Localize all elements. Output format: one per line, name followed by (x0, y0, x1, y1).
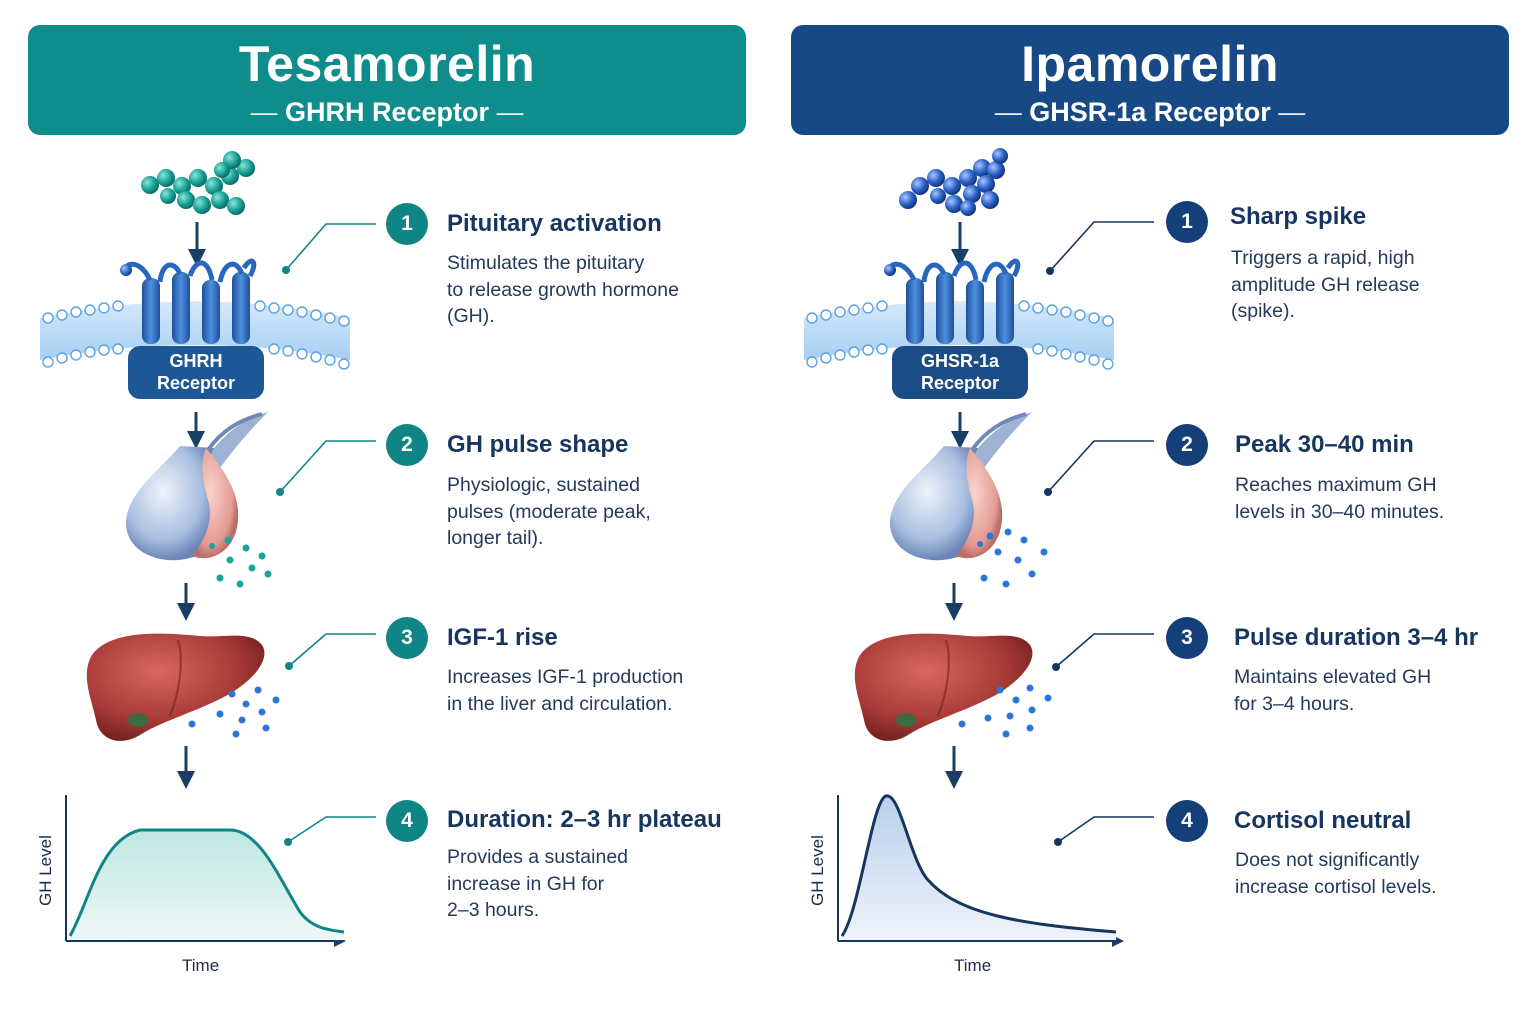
step-title: Duration: 2–3 hr plateau (447, 806, 722, 833)
desc-line: pulses (moderate peak, (447, 500, 651, 523)
step-number: 4 (386, 800, 428, 842)
peptide-molecule-icon (141, 151, 255, 215)
panel-title: Ipamorelin (1021, 36, 1279, 92)
panel-subtitle: — GHRH Receptor — (28, 95, 746, 129)
step-number: 1 (1166, 201, 1208, 243)
step-description: Reaches maximum GH levels in 30–40 minut… (1235, 472, 1535, 525)
connector-dots (1044, 267, 1062, 846)
dash-decoration: — (994, 97, 1030, 127)
cell-membrane-icon (804, 300, 1114, 370)
ipamorelin-illustration (768, 0, 1536, 1024)
step-number: 1 (386, 203, 428, 245)
step-title: Cortisol neutral (1234, 807, 1412, 834)
chart-y-label: GH Level (36, 835, 55, 906)
chart-x-label: Time (182, 956, 220, 975)
ipamorelin-header: Ipamorelin — GHSR-1a Receptor — (791, 25, 1509, 135)
step-title: IGF-1 rise (447, 624, 558, 651)
step-number: 2 (386, 424, 428, 466)
connector-dots (276, 266, 293, 846)
gh-level-chart (837, 794, 1124, 947)
ghrh-receptor-label: GHRH Receptor (128, 346, 264, 399)
step-title: Sharp spike (1230, 203, 1367, 230)
pituitary-gland-icon (889, 412, 1032, 561)
step-description: Does not significantly increase cortisol… (1235, 847, 1535, 900)
desc-line: Maintains elevated GH (1234, 666, 1432, 688)
step-number: 2 (1166, 424, 1208, 466)
connector-lines (1047, 221, 1154, 843)
desc-line: Increases IGF-1 production (447, 666, 684, 688)
receptor-subtitle: GHRH Receptor (284, 97, 490, 127)
receptor-protein-icon (120, 258, 257, 344)
hormone-particles-icon (209, 536, 272, 588)
desc-line: for 3–4 hours. (1234, 692, 1355, 715)
desc-line: increase in GH for (447, 872, 605, 895)
step-title: Peak 30–40 min (1235, 431, 1414, 458)
tesamorelin-header: Tesamorelin — GHRH Receptor — (28, 25, 746, 135)
chart-x-label: Time (954, 956, 992, 975)
igf1-particles-icon (958, 684, 1052, 738)
desc-line: Reaches maximum GH (1235, 474, 1437, 496)
step-number: 3 (1166, 617, 1208, 659)
step-title: Pituitary activation (447, 210, 662, 237)
desc-line: amplitude GH release (1231, 273, 1420, 296)
dash-decoration: — (1270, 97, 1306, 127)
desc-line: Triggers a rapid, high (1231, 247, 1415, 269)
step-description: Triggers a rapid, high amplitude GH rele… (1231, 245, 1531, 325)
plateau-area (70, 830, 344, 940)
panel-title: Tesamorelin (238, 36, 536, 92)
step-description: Increases IGF-1 production in the liver … (447, 664, 747, 717)
step-number: 3 (386, 617, 428, 659)
receptor-label-line1: GHRH (169, 351, 223, 371)
desc-line: (spike). (1231, 300, 1295, 322)
step-title: Pulse duration 3–4 hr (1234, 624, 1479, 651)
step-description: Maintains elevated GH for 3–4 hours. (1234, 664, 1534, 717)
receptor-label-line1: GHSR-1a (920, 351, 1000, 371)
chart-y-label: GH Level (808, 835, 827, 906)
desc-line: Does not significantly (1235, 849, 1420, 871)
hormone-particles-icon (977, 528, 1048, 588)
spike-area (842, 795, 1116, 940)
step-number: 4 (1166, 800, 1208, 842)
cell-membrane-icon (40, 300, 350, 370)
panel-subtitle: — GHSR-1a Receptor — (791, 95, 1509, 129)
desc-line: Provides a sustained (447, 846, 629, 868)
liver-icon (854, 633, 1033, 741)
receptor-protein-icon (884, 258, 1021, 344)
peptide-molecule-icon (899, 148, 1008, 216)
dash-decoration: — (489, 97, 524, 127)
liver-icon (86, 633, 265, 741)
connector-lines (279, 223, 376, 843)
igf1-particles-icon (188, 686, 280, 738)
receptor-subtitle: GHSR-1a Receptor (1029, 97, 1271, 127)
tesamorelin-panel: Tesamorelin — GHRH Receptor — (28, 25, 747, 975)
ghsr-receptor-label: GHSR-1a Receptor (892, 346, 1028, 399)
desc-line: 2–3 hours. (447, 899, 540, 921)
desc-line: longer tail). (447, 527, 544, 549)
plateau-curve (68, 828, 345, 937)
desc-line: levels in 30–40 minutes. (1235, 500, 1445, 523)
desc-line: increase cortisol levels. (1235, 875, 1437, 898)
ipamorelin-panel: Ipamorelin — GHSR-1a Receptor — (768, 0, 1536, 1024)
dash-decoration: — (250, 97, 285, 127)
step-description: Provides a sustained increase in GH for … (447, 844, 747, 924)
spike-curve (840, 794, 1117, 937)
gh-level-chart (65, 795, 346, 947)
desc-line: in the liver and circulation. (447, 692, 673, 715)
tesamorelin-illustration (40, 151, 376, 947)
step-title: GH pulse shape (447, 431, 629, 458)
desc-line: to release growth hormone (447, 278, 679, 301)
step-description: Stimulates the pituitary to release grow… (447, 250, 747, 330)
step-description: Physiologic, sustained pulses (moderate … (447, 472, 747, 552)
desc-line: Stimulates the pituitary (447, 252, 645, 274)
pituitary-gland-icon (125, 412, 268, 561)
desc-line: (GH). (447, 305, 495, 327)
receptor-label-line2: Receptor (920, 373, 1000, 393)
desc-line: Physiologic, sustained (447, 474, 640, 496)
receptor-label-line2: Receptor (156, 373, 236, 393)
